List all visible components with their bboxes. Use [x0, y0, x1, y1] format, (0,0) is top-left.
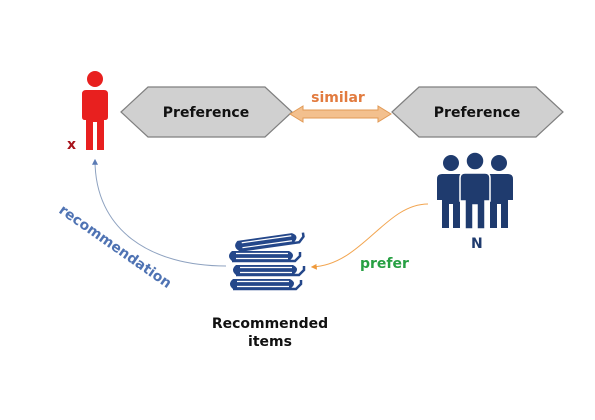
user-x-label: x — [67, 137, 76, 153]
books-icon — [229, 232, 306, 291]
preference-hexagon-right — [391, 86, 564, 138]
recommendation-arrow — [92, 158, 227, 267]
group-n-label: N — [471, 236, 483, 252]
similar-double-arrow — [289, 105, 392, 123]
recommendation-label: recommendation — [56, 202, 175, 292]
recommended-items-label-line2: items — [248, 334, 292, 350]
preference-label-right: Preference — [434, 105, 520, 121]
person-icon — [82, 71, 108, 150]
people-group-icon — [437, 151, 513, 230]
preference-label-left: Preference — [163, 105, 249, 121]
preference-hexagon-left — [120, 86, 293, 138]
prefer-arrow — [310, 203, 429, 270]
prefer-label: prefer — [360, 256, 409, 272]
similar-label: similar — [311, 90, 365, 106]
recommended-items-label-line1: Recommended — [212, 316, 328, 332]
